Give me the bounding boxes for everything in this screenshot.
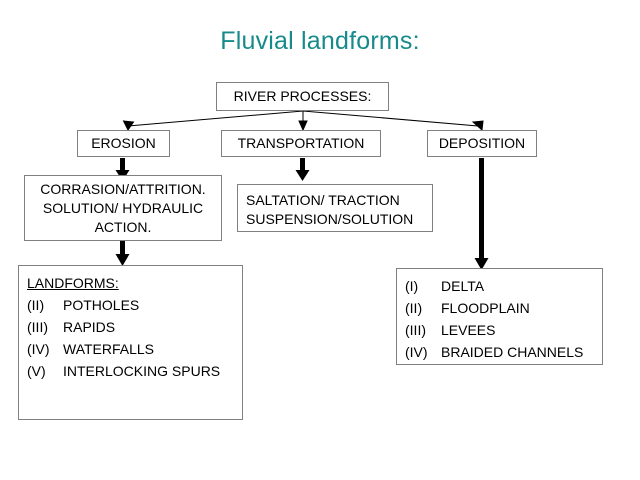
node-erosion-label: EROSION: [91, 135, 156, 151]
list-item: (II) FLOODPLAIN: [405, 297, 594, 319]
deposition-landforms-list: (I) DELTA (II) FLOODPLAIN (III) LEVEES (…: [405, 275, 594, 363]
node-deposition-landforms[interactable]: (I) DELTA (II) FLOODPLAIN (III) LEVEES (…: [396, 268, 603, 365]
list-item-label: BRAIDED CHANNELS: [441, 344, 584, 360]
list-item-number: (V): [27, 363, 46, 379]
node-transportation-label: TRANSPORTATION: [237, 135, 365, 151]
list-item: (I) DELTA: [405, 275, 594, 297]
list-item-number: (II): [405, 300, 423, 316]
list-item-number: (III): [405, 322, 426, 338]
list-item-number: (II): [27, 297, 45, 313]
list-item-label: WATERFALLS: [63, 341, 155, 357]
node-river-processes[interactable]: RIVER PROCESSES:: [216, 82, 389, 111]
list-item: (III) RAPIDS: [27, 316, 234, 338]
list-item-label: LEVEES: [441, 322, 496, 338]
node-transport-processes-text: SALTATION/ TRACTION SUSPENSION/SOLUTION: [246, 192, 414, 227]
list-item-label: FLOODPLAIN: [441, 300, 530, 316]
erosion-landforms-list: (II) POTHOLES (III) RAPIDS (IV) WATERFAL…: [27, 294, 234, 382]
list-item-label: RAPIDS: [63, 319, 116, 335]
erosion-landforms-heading: LANDFORMS:: [27, 275, 119, 291]
list-item-number: (IV): [405, 344, 428, 360]
node-deposition[interactable]: DEPOSITION: [427, 130, 537, 157]
list-item-label: INTERLOCKING SPURS: [63, 363, 221, 379]
node-erosion-processes[interactable]: CORRASION/ATTRITION. SOLUTION/ HYDRAULIC…: [24, 175, 222, 241]
node-river-processes-label: RIVER PROCESSES:: [233, 88, 372, 104]
node-erosion[interactable]: EROSION: [77, 130, 170, 157]
list-item: (V) INTERLOCKING SPURS: [27, 360, 234, 382]
node-deposition-label: DEPOSITION: [438, 135, 526, 151]
node-erosion-landforms[interactable]: LANDFORMS: (II) POTHOLES (III) RAPIDS (I…: [18, 265, 243, 420]
node-erosion-processes-text: CORRASION/ATTRITION. SOLUTION/ HYDRAULIC…: [40, 180, 206, 235]
list-item: (II) POTHOLES: [27, 294, 234, 316]
list-item-label: POTHOLES: [63, 297, 140, 313]
page-title: Fluvial landforms:: [220, 27, 420, 55]
list-item-number: (III): [27, 319, 48, 335]
list-item-number: (IV): [27, 341, 50, 357]
list-item: (III) LEVEES: [405, 319, 594, 341]
node-transportation[interactable]: TRANSPORTATION: [221, 130, 381, 157]
list-item: (IV) WATERFALLS: [27, 338, 234, 360]
list-item-number: (I): [405, 278, 419, 294]
list-item: (IV) BRAIDED CHANNELS: [405, 341, 594, 363]
node-transport-processes[interactable]: SALTATION/ TRACTION SUSPENSION/SOLUTION: [237, 184, 433, 232]
list-item-label: DELTA: [441, 278, 485, 294]
